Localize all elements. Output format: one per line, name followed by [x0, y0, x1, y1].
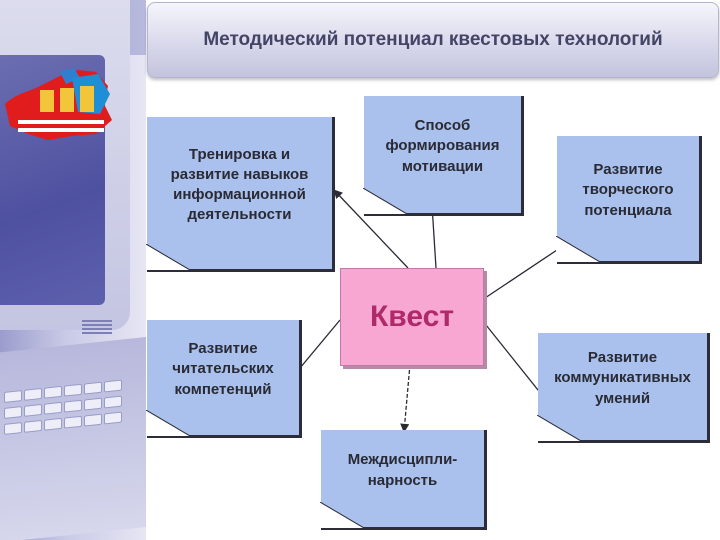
arrow-to-training [333, 189, 409, 269]
folded-corner-icon [363, 188, 407, 214]
node-training-label: Тренировка и развитие навыков информацио… [170, 145, 309, 224]
speaker-grille [82, 318, 112, 340]
node-interdisciplinary-label: Междисципли- нарность [347, 451, 458, 489]
folded-corner-icon [320, 502, 364, 528]
node-creative-label: Развитие творческого потенциала [582, 161, 674, 219]
node-reading-label: Развитие читательских компетенций [172, 340, 274, 398]
node-motivation-label: Способ формирования мотивации [385, 117, 500, 175]
node-communicative: Развитие коммуникативных умений [537, 333, 710, 443]
region-map-emblem [5, 68, 112, 140]
node-communicative-label: Развитие коммуникативных умений [554, 349, 691, 407]
arrow-to-interdisciplinary [400, 363, 411, 433]
node-interdisciplinary: Междисципли- нарность [320, 430, 487, 530]
node-creative: Развитие творческого потенциала [556, 136, 702, 264]
slide-title-bar: Методический потенциал квестовых техноло… [147, 2, 719, 78]
folded-corner-icon [556, 236, 600, 262]
decorative-computer-panel [0, 0, 146, 540]
folded-corner-icon [537, 415, 581, 441]
center-node-label: Квест [369, 300, 455, 333]
center-node-quest: Квест [340, 268, 484, 366]
slide-title: Методический потенциал квестовых техноло… [203, 29, 663, 50]
folded-corner-icon [146, 244, 190, 270]
node-training: Тренировка и развитие навыков информацио… [146, 117, 335, 272]
folded-corner-icon [146, 410, 190, 436]
node-motivation: Способ формирования мотивации [363, 96, 524, 216]
node-reading: Развитие читательских компетенций [146, 320, 302, 438]
